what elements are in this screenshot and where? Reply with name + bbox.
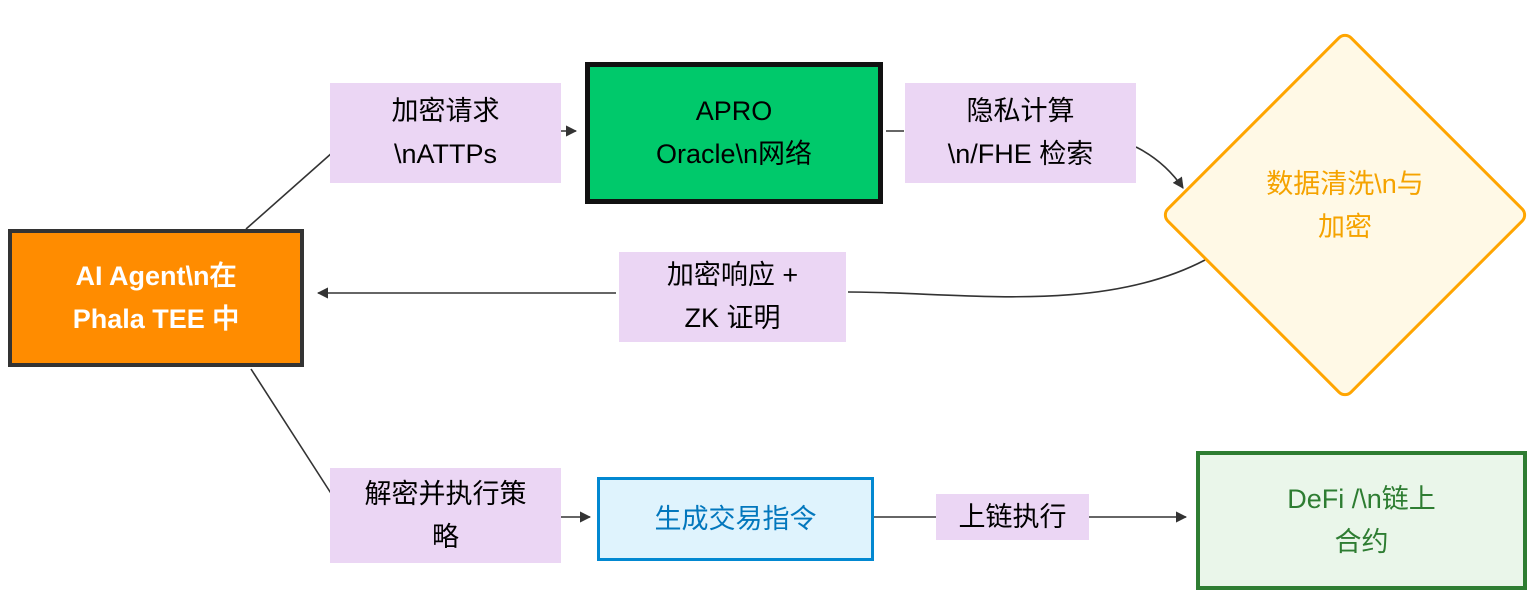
node-ai-agent-label-line1: AI Agent\n在 bbox=[75, 261, 237, 291]
edge-label-onchain-execute-line1: 上链执行 bbox=[958, 501, 1067, 532]
edge-agent-to-decrypt-line bbox=[250, 368, 335, 499]
edge-label-private-compute-line2: \n/FHE 检索 bbox=[947, 139, 1094, 169]
node-apro-label-line1: APRO bbox=[695, 96, 773, 126]
edge-compute-to-diamond-arrow bbox=[1135, 146, 1184, 189]
edge-diamond-to-response-line bbox=[847, 259, 1206, 298]
node-data-cleanse-label: 数据清洗\n与 加密 bbox=[1215, 163, 1475, 249]
edge-label-decrypt-execute-line1: 解密并执行策 bbox=[364, 478, 527, 509]
node-generate-tx-label: 生成交易指令 bbox=[654, 503, 817, 534]
edge-label-onchain-execute: 上链执行 bbox=[936, 494, 1089, 540]
edge-label-decrypt-execute: 解密并执行策 略 bbox=[330, 468, 561, 563]
edge-label-private-compute: 隐私计算 \n/FHE 检索 bbox=[905, 83, 1136, 183]
node-generate-tx: 生成交易指令 bbox=[597, 477, 874, 561]
edge-label-decrypt-execute-line2: 略 bbox=[432, 521, 459, 552]
edge-label-encrypted-response-line1: 加密响应 + bbox=[666, 260, 799, 290]
edge-label-encrypt-request: 加密请求 \nATTPs bbox=[330, 83, 561, 183]
node-apro-oracle: APRO Oracle\n网络 bbox=[585, 62, 883, 204]
edge-label-encrypt-request-line2: \nATTPs bbox=[393, 139, 498, 169]
edge-label-encrypted-response: 加密响应 + ZK 证明 bbox=[619, 252, 846, 342]
node-defi-label-line2: 合约 bbox=[1334, 526, 1389, 557]
node-ai-agent-label-line2: Phala TEE 中 bbox=[72, 304, 240, 334]
edge-agent-to-request-line bbox=[245, 151, 334, 230]
node-data-cleanse-label-line2: 加密 bbox=[1318, 212, 1372, 242]
node-apro-label-line2: Oracle\n网络 bbox=[655, 139, 813, 169]
edge-label-encrypted-response-line2: ZK 证明 bbox=[684, 303, 781, 333]
edge-label-encrypt-request-line1: 加密请求 bbox=[391, 96, 500, 126]
node-data-cleanse-label-line1: 数据清洗\n与 bbox=[1266, 169, 1424, 199]
node-defi-contract: DeFi /\n链上 合约 bbox=[1196, 451, 1527, 590]
node-defi-label-line1: DeFi /\n链上 bbox=[1287, 483, 1436, 514]
edge-label-private-compute-line1: 隐私计算 bbox=[966, 96, 1075, 126]
node-ai-agent: AI Agent\n在 Phala TEE 中 bbox=[8, 229, 304, 367]
